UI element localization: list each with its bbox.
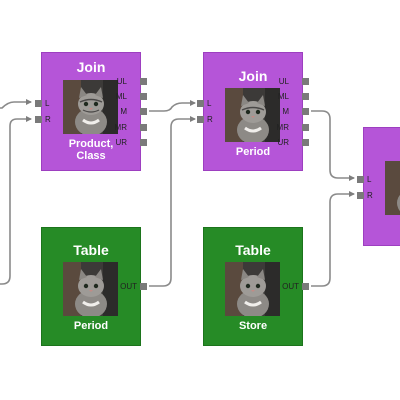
wire-table1-out-to-join2-r xyxy=(149,116,196,287)
output-port-label: MR xyxy=(276,123,289,132)
wire-offscreen-to-join1-r xyxy=(0,116,32,285)
input-port-label: R xyxy=(45,115,51,124)
input-port-label: L xyxy=(367,175,372,184)
join-node-partial[interactable]: L R xyxy=(357,127,400,246)
join-node-period[interactable]: Join Period L R UL ML xyxy=(197,52,309,171)
node-title: Join xyxy=(76,59,106,75)
output-port-label: MR xyxy=(114,123,127,132)
node-title: Join xyxy=(238,68,268,84)
output-port-label: M xyxy=(120,107,127,116)
output-port-label: ML xyxy=(277,92,289,101)
cat-thumbnail-icon xyxy=(63,262,118,316)
node-subtitle-line-1: Store xyxy=(238,320,268,332)
node-title: Table xyxy=(235,242,271,258)
node-subtitle-line-1: Period xyxy=(235,146,271,158)
input-port-r[interactable] xyxy=(357,192,364,199)
output-port-mr[interactable] xyxy=(302,124,309,131)
output-port-ul[interactable] xyxy=(302,78,309,85)
input-port-l[interactable] xyxy=(357,176,364,183)
output-port-ur[interactable] xyxy=(140,139,147,146)
input-port-label: L xyxy=(45,99,50,108)
node-subtitle-line-1: Period xyxy=(73,320,109,332)
table-node-period[interactable]: Table Period OUT xyxy=(41,227,147,346)
output-port-label: UL xyxy=(278,77,289,86)
wire-join1-m-to-join2-l xyxy=(149,100,196,112)
output-port-label: OUT xyxy=(120,282,137,291)
node-subtitle-line-1: Product, xyxy=(68,138,114,150)
output-port-mr[interactable] xyxy=(140,124,147,131)
input-port-r[interactable] xyxy=(35,116,42,123)
input-port-r[interactable] xyxy=(197,116,204,123)
output-port-ur[interactable] xyxy=(302,139,309,146)
wire-offscreen-to-join1-l xyxy=(0,99,32,109)
cat-thumbnail-icon xyxy=(63,80,118,134)
output-port-label: OUT xyxy=(282,282,299,291)
cat-thumbnail-icon xyxy=(385,161,400,215)
output-port-label: UL xyxy=(116,77,127,86)
output-port-out[interactable] xyxy=(302,283,309,290)
input-port-l[interactable] xyxy=(197,100,204,107)
output-port-ml[interactable] xyxy=(140,93,147,100)
input-port-label: R xyxy=(207,115,213,124)
input-port-label: L xyxy=(207,99,212,108)
output-port-out[interactable] xyxy=(140,283,147,290)
node-subtitle-line-2: Class xyxy=(76,150,106,162)
output-port-label: ML xyxy=(115,92,127,101)
output-port-ml[interactable] xyxy=(302,93,309,100)
cat-thumbnail-icon xyxy=(225,262,280,316)
join-node-product-class[interactable]: Join Product, Class L R xyxy=(35,52,147,171)
output-port-label: M xyxy=(282,107,289,116)
output-port-ul[interactable] xyxy=(140,78,147,85)
cat-thumbnail-icon xyxy=(225,88,280,142)
table-node-store[interactable]: Table Store OUT xyxy=(203,227,309,346)
input-port-l[interactable] xyxy=(35,100,42,107)
output-port-m[interactable] xyxy=(302,108,309,115)
wire-table2-out-to-join3-r xyxy=(311,191,355,287)
output-port-label: UR xyxy=(115,138,127,147)
node-title: Table xyxy=(73,242,109,258)
input-port-label: R xyxy=(367,191,373,200)
output-port-m[interactable] xyxy=(140,108,147,115)
output-port-label: UR xyxy=(277,138,289,147)
wire-join2-m-to-join3-l xyxy=(311,110,355,181)
